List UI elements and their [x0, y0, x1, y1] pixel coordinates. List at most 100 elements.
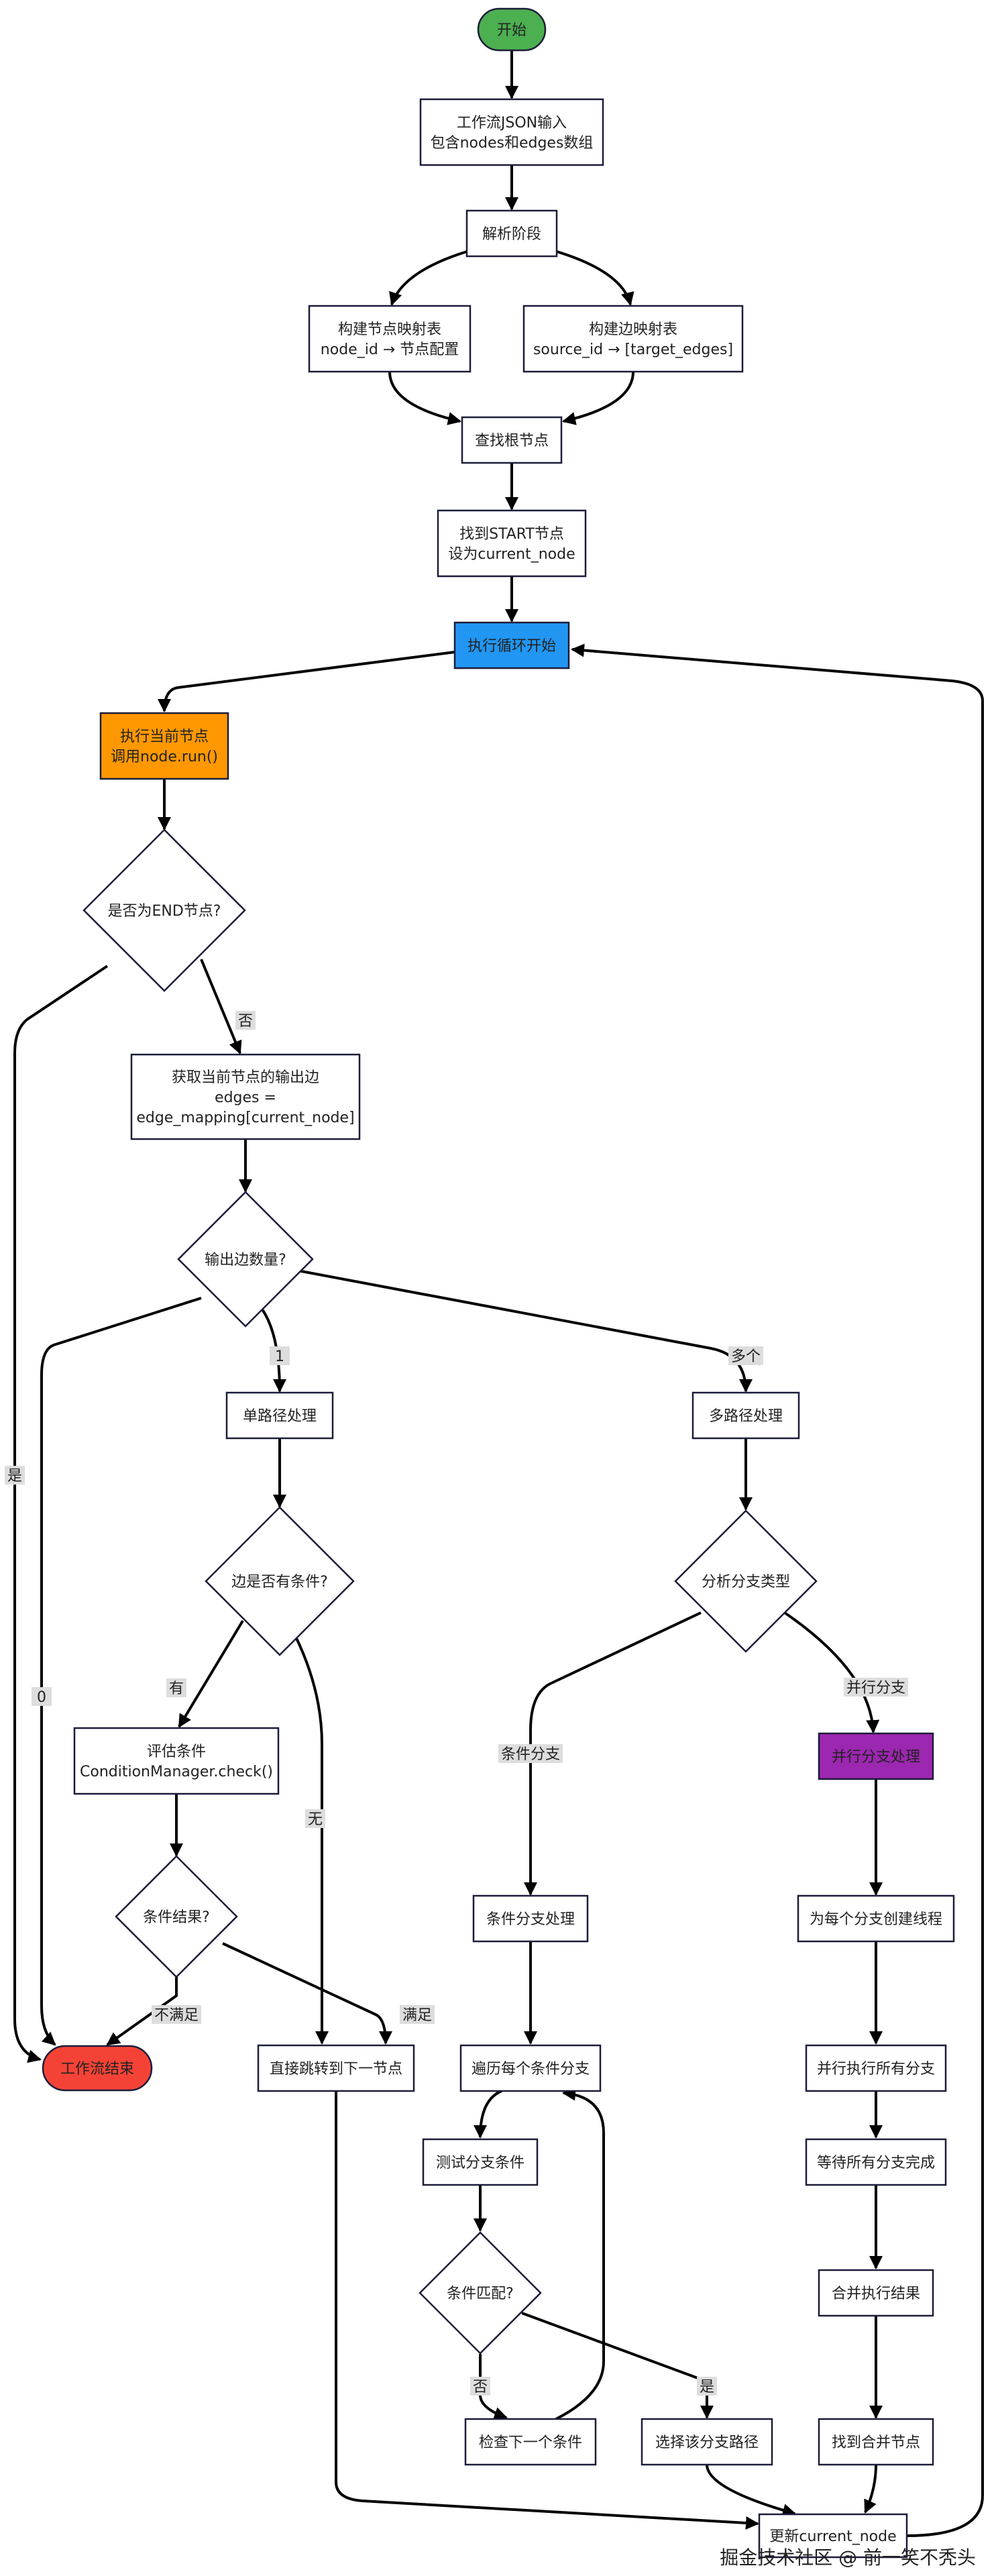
edge-label-count-zero: 0: [32, 1687, 52, 1706]
edge-label-background: [32, 1687, 52, 1706]
node-start: 开始: [477, 7, 547, 52]
edge-selectpath-update: [706, 2464, 796, 2517]
process-box: [818, 2269, 934, 2317]
process-box: [422, 2138, 539, 2186]
node-text-line: 分析分支类型: [702, 1574, 790, 1591]
node-checknext: 检查下一个条件: [464, 2418, 597, 2466]
process-box: [130, 1053, 361, 1140]
node-text-line: 并行分支处理: [832, 1749, 920, 1766]
process-box: [805, 2138, 947, 2186]
process-box: [805, 2044, 947, 2092]
edge-label-result-pass: 满足: [400, 2005, 435, 2024]
node-text-line: 找到合并节点: [832, 2434, 920, 2451]
node-text-line: 解析阶段: [482, 226, 541, 243]
process-box: [691, 1391, 800, 1440]
node-text-line: 测试分支条件: [436, 2155, 524, 2171]
node-text-line: 并行执行所有分支: [817, 2061, 935, 2078]
edge-label-text: 是: [700, 2379, 714, 2396]
edge-label-text: 1: [275, 1348, 284, 1365]
edge-isend-wfend: [13, 965, 109, 2063]
node-multi: 多路径处理: [691, 1391, 800, 1440]
node-hascond: 边是否有条件?: [205, 1506, 355, 1656]
process-box: [437, 509, 587, 578]
node-loop: 执行循环开始: [453, 621, 570, 669]
edge-label-background: [697, 2377, 717, 2396]
edge-jump-update: [335, 2091, 759, 2530]
watermark: 掘金技术社区 @ 前一笑不秃头: [720, 2546, 976, 2569]
node-text-line: 条件结果?: [143, 1909, 210, 1926]
node-text-line: 构建节点映射表: [338, 321, 441, 338]
edge-hascond-evalcond: [178, 1619, 244, 1728]
edge-label-text: 满足: [402, 2007, 432, 2024]
terminal-pill: [42, 2045, 153, 2092]
edge-label-text: 并行分支: [846, 1680, 905, 1697]
edge-label-hascond-no: 无: [305, 1809, 325, 1828]
edge-edgecount-single: [261, 1308, 286, 1393]
edge-checknext-iterate: [555, 2087, 605, 2420]
node-text-line: 单路径处理: [243, 1408, 317, 1425]
node-branchtype: 分析分支类型: [674, 1509, 818, 1653]
edge-edgecount-multi: [297, 1269, 753, 1393]
edge-findmerge-update: [864, 2464, 877, 2514]
decision-diamond: [674, 1509, 818, 1653]
node-text-line: 包含nodes和edges数组: [431, 135, 594, 152]
process-box: [464, 2418, 597, 2466]
process-box: [308, 305, 472, 373]
node-findmerge: 找到合并节点: [818, 2418, 934, 2466]
edge-label-background: [152, 2005, 201, 2024]
decision-diamond: [115, 1855, 238, 1978]
process-box: [818, 2418, 934, 2466]
process-box: [225, 1391, 334, 1440]
edge-iterate-testcond: [474, 2090, 502, 2139]
node-runall: 并行执行所有分支: [805, 2044, 947, 2092]
node-text-line: edges =: [215, 1089, 276, 1106]
edge-label-text: 否: [238, 1013, 253, 1030]
decision-diamond: [419, 2231, 542, 2355]
process-box: [419, 98, 604, 166]
node-text-line: 多路径处理: [709, 1408, 783, 1425]
edge-label-background: [470, 2377, 490, 2396]
node-single: 单路径处理: [225, 1391, 334, 1440]
edge-loop-exec: [158, 651, 455, 712]
decision-diamond: [177, 1191, 314, 1328]
node-condproc: 条件分支处理: [472, 1894, 589, 1943]
node-text-line: 工作流结束: [60, 2061, 134, 2078]
edge-label-text: 不满足: [154, 2007, 199, 2024]
edge-label-background: [235, 1011, 256, 1030]
edge-update-loop: [571, 643, 984, 2537]
node-merge: 合并执行结果: [818, 2269, 934, 2317]
edge-label-result-fail: 不满足: [152, 2005, 201, 2024]
node-text-line: 执行循环开始: [467, 638, 556, 655]
node-iterate: 遍历每个条件分支: [459, 2044, 602, 2092]
edge-nodemap-findroot: [388, 371, 461, 425]
node-edgecount: 输出边数量?: [177, 1191, 314, 1328]
node-text-line: 条件匹配?: [447, 2286, 514, 2302]
edge-label-text: 有: [169, 1680, 184, 1697]
process-box: [818, 1732, 934, 1780]
node-text-line: edge_mapping[current_node]: [136, 1110, 354, 1126]
edge-hascond-jump: [294, 1635, 329, 2045]
edge-label-text: 无: [308, 1811, 323, 1828]
node-text-line: source_id → [target_edges]: [533, 341, 733, 358]
edge-label-match-no: 否: [470, 2377, 490, 2396]
edge-label-type-cond: 条件分支: [498, 1744, 563, 1763]
edge-label-background: [305, 1809, 325, 1828]
edge-label-isend-yes: 是: [5, 1466, 25, 1485]
node-text-line: 更新current_node: [769, 2528, 896, 2545]
node-text-line: 找到START节点: [459, 526, 564, 543]
edge-label-background: [728, 1346, 763, 1365]
edge-isend-getedges: [200, 959, 242, 1055]
process-box: [797, 1894, 955, 1943]
node-getedges: 获取当前节点的输出边 edges = edge_mapping[current_no…: [130, 1053, 361, 1140]
edge-label-match-yes: 是: [697, 2377, 717, 2396]
node-parallel: 并行分支处理: [818, 1732, 934, 1780]
node-text-line: 执行当前节点: [120, 729, 209, 745]
node-text-line: 输出边数量?: [205, 1252, 286, 1269]
node-text-line: 调用node.run(): [111, 749, 218, 765]
node-text-line: 获取当前节点的输出边: [172, 1069, 319, 1086]
